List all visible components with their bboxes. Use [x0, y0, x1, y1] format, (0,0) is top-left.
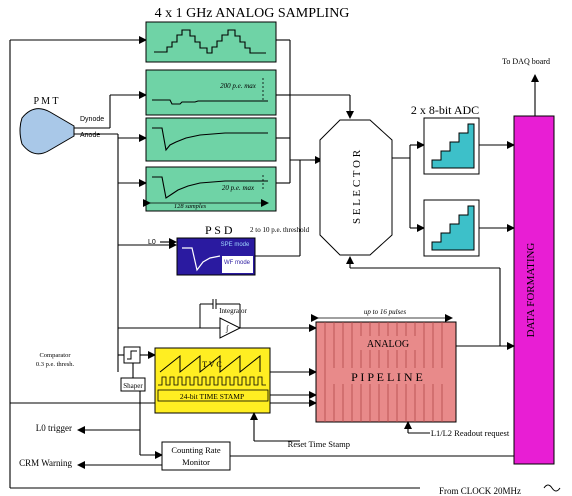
reset-label: Reset Time Stamp	[288, 439, 350, 449]
psd-threshold: 2 to 10 p.e. threshold	[250, 226, 310, 234]
samples-label: 128 samples	[174, 203, 207, 210]
daq-label: To DAQ board	[502, 57, 550, 66]
pipeline-label: ANALOG	[367, 339, 409, 350]
adc-1	[423, 117, 480, 175]
pipeline-block: ANALOG P I P E L I N E	[315, 321, 457, 423]
counting-label-2: Monitor	[182, 457, 210, 467]
psd-l0-label: L0	[148, 239, 156, 246]
integrator-opamp: ∫	[219, 317, 242, 339]
formating-label: DATA FORMATING	[525, 243, 537, 338]
integrator-capacitor-icon	[199, 299, 241, 328]
sampler-3	[145, 117, 277, 162]
timestamp-label: 24-bit TIME STAMP	[180, 392, 244, 401]
readout-label: L1/L2 Readout request	[431, 428, 510, 438]
selector-block: S E L E C T O R	[319, 119, 393, 256]
sampler-4: 20 p.e. max 128 samples	[143, 166, 277, 212]
svg-text:∫: ∫	[225, 324, 229, 333]
selector-label: S E L E C T O R	[351, 149, 363, 224]
pe20-label: 20 p.e. max	[222, 184, 255, 192]
psd-block: SPE mode WF mode	[176, 237, 256, 276]
l0-trigger-label: L0 trigger	[36, 423, 72, 433]
adc-2	[423, 199, 480, 257]
psd-title: P S D	[205, 223, 233, 237]
shaper-label: Shaper	[123, 382, 143, 390]
title: 4 x 1 GHz ANALOG SAMPLING	[155, 6, 350, 21]
crm-warning-label: CRM Warning	[19, 458, 72, 468]
adc-label: 2 x 8-bit ADC	[411, 103, 479, 117]
anode-label: Anode	[80, 132, 100, 139]
pe200-label: 200 p.e. max	[220, 82, 257, 90]
clock-label: From CLOCK 20MHz	[439, 486, 521, 496]
integrator-label: Integrator	[219, 307, 247, 315]
pipeline-label-2: P I P E L I N E	[351, 370, 423, 384]
comparator-label-2: 0.3 p.e. thresh.	[36, 361, 75, 368]
pmt-label: P M T	[33, 96, 58, 107]
tvc-block: T V C 24-bit TIME STAMP	[154, 347, 271, 414]
pmt-tube-icon	[19, 108, 75, 155]
psd-spe-label: SPE mode	[221, 242, 250, 248]
sampler-2: 200 p.e. max	[145, 69, 277, 116]
dynode-label: Dynode	[80, 116, 104, 123]
comparator-block	[123, 346, 141, 364]
comparator-label-1: Comparator	[39, 352, 71, 359]
shaper-block: Shaper	[120, 377, 146, 392]
psd-wf-label: WF mode	[224, 260, 251, 266]
clock-wave-icon	[543, 484, 561, 492]
sampler-1	[145, 21, 277, 63]
counting-rate-monitor: Counting Rate Monitor	[161, 441, 231, 471]
counting-label-1: Counting Rate	[171, 445, 221, 455]
pipeline-pulses: up to 16 pulses	[364, 308, 406, 316]
tvc-label: T V C	[202, 360, 222, 369]
data-formating-block: DATA FORMATING	[513, 115, 555, 465]
